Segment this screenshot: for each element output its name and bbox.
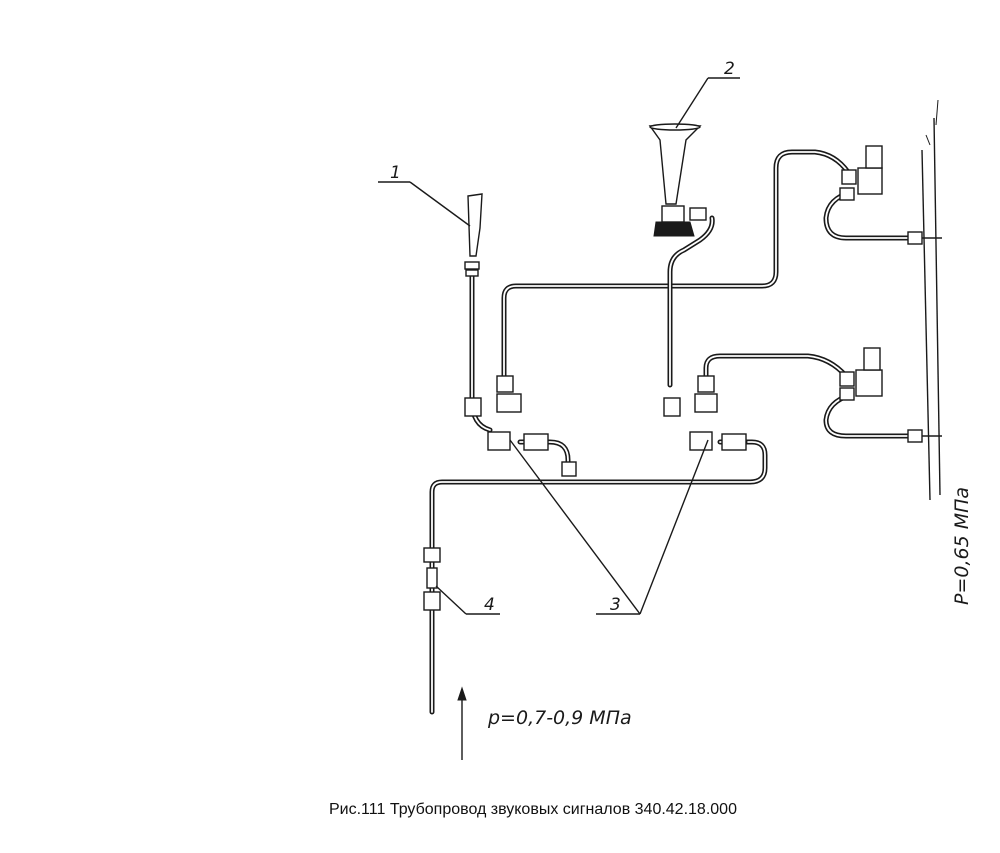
figure-caption: Рис.111 Трубопровод звуковых сигналов 34… xyxy=(329,801,737,818)
callout-leaders xyxy=(378,77,740,615)
callout-4: 4 xyxy=(484,595,495,615)
pipe-lower-valve-header xyxy=(823,392,918,439)
callout-3: 3 xyxy=(610,595,621,615)
fittings xyxy=(423,231,942,611)
right-pressure-label: P=0,65 МПа xyxy=(951,487,973,605)
pressure-switch-item1 xyxy=(464,193,483,277)
inlet-pressure-label: p=0,7-0,9 МПа xyxy=(487,707,632,729)
horn-item2 xyxy=(648,123,707,237)
callout-2: 2 xyxy=(724,59,735,79)
callout-1: 1 xyxy=(390,163,401,183)
inlet-arrow xyxy=(457,686,467,760)
pipe-network xyxy=(429,149,918,715)
pipe-main-horizontal xyxy=(429,439,768,573)
right-header xyxy=(921,99,941,501)
lower-valve xyxy=(839,347,883,401)
upper-valve xyxy=(839,145,883,201)
